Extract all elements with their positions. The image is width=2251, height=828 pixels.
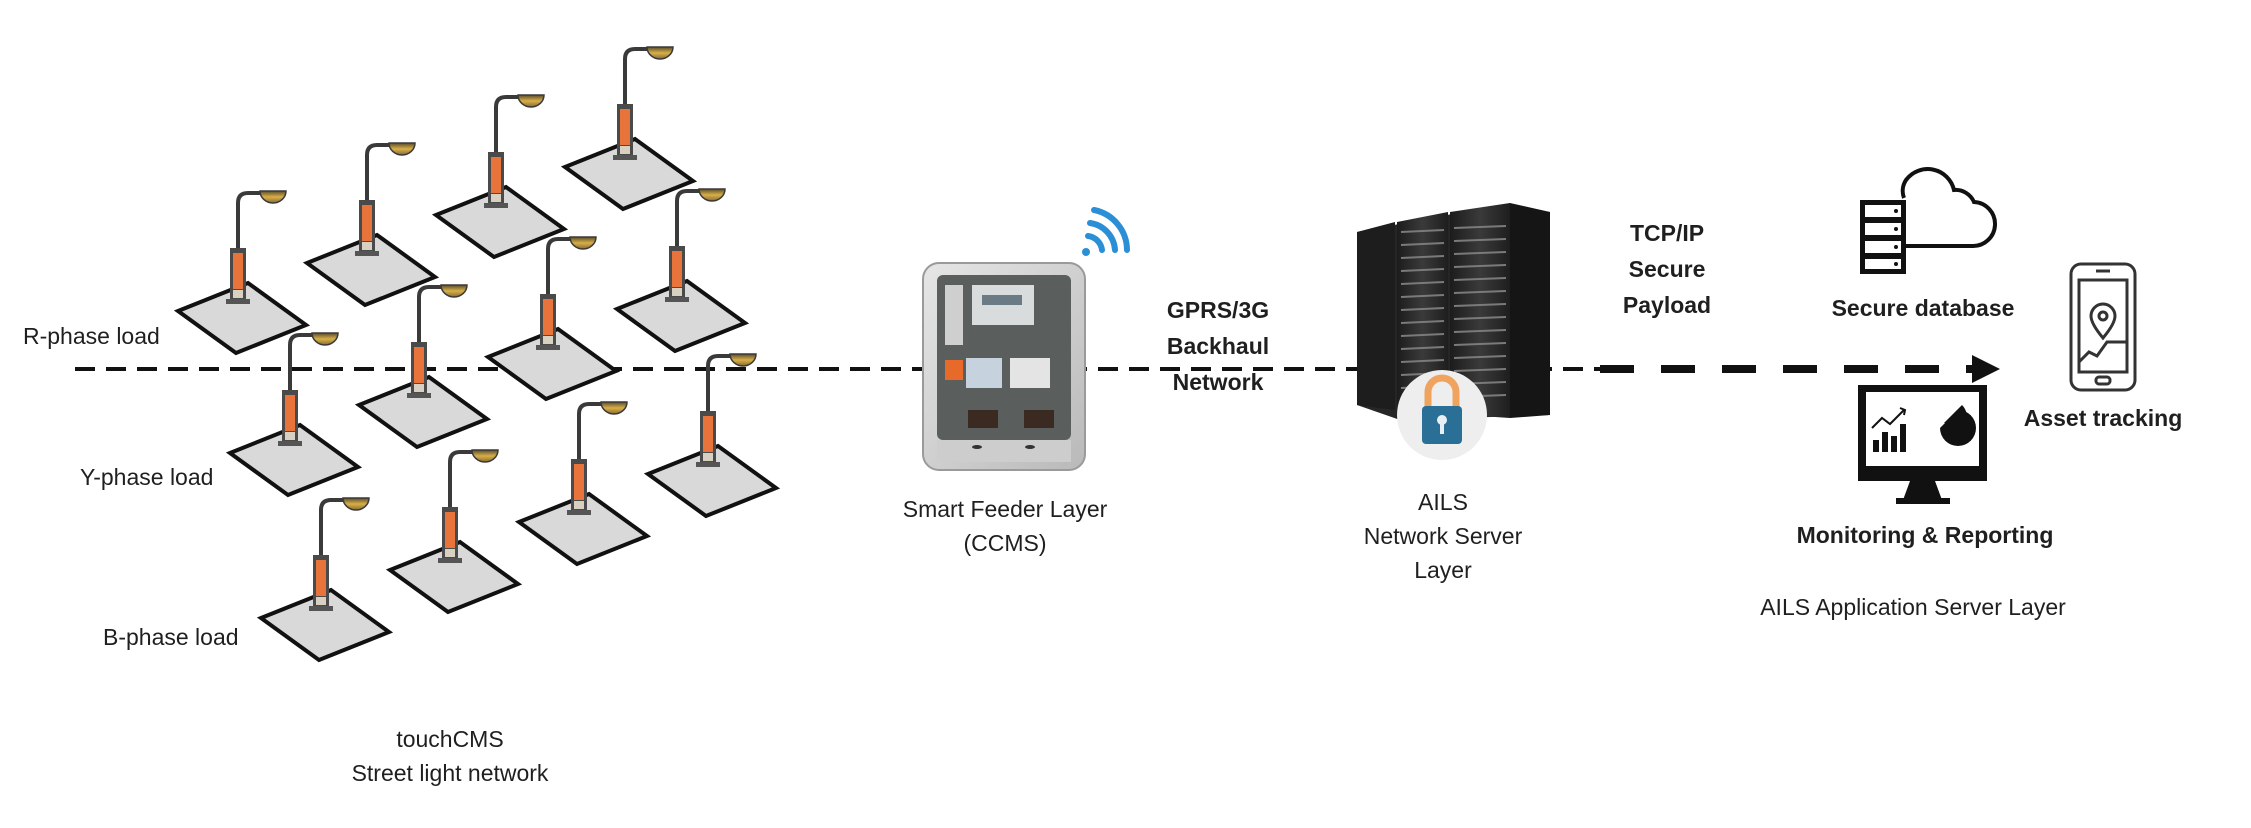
street-light-plate [431,184,569,260]
street-light-icon [302,142,440,308]
lamp-head-icon [259,190,287,204]
payload-caption: TCP/IP Secure Payload [1623,215,1711,323]
b-phase-label: B-phase load [103,624,239,650]
feeder-cabinet-icon [922,262,1086,471]
street-light-plate [612,278,750,354]
street-light-icon [225,332,363,498]
y-phase-label: Y-phase load [80,464,214,490]
network-caption-line-2: Street light network [351,760,549,786]
feeder-caption-line-2: (CCMS) [963,530,1047,556]
network-caption: touchCMS Street light network [352,722,549,790]
lamp-head-icon [517,94,545,108]
street-light-plate [514,491,652,567]
feeder-caption-line-1: Smart Feeder Layer [902,496,1108,522]
lamp-head-icon [600,401,628,415]
street-light-grid [173,46,781,663]
database-cloud-icon [1860,167,1997,274]
lamp-head-icon [388,142,416,156]
lamp-head-icon [311,332,339,346]
lamp-head-icon [729,353,757,367]
street-light-icon [173,190,311,356]
street-light-icon [256,497,394,663]
backhaul-caption-line-2: Backhaul [1166,333,1270,359]
payload-caption-line-2: Secure [1628,256,1706,282]
monitor-chart-icon [1858,385,1987,504]
feeder-caption: Smart Feeder Layer (CCMS) [903,492,1108,560]
payload-caption-line-3: Payload [1622,292,1712,318]
street-light-plate [483,326,621,402]
lamp-head-icon [440,284,468,298]
street-light-icon [354,284,492,450]
street-light-icon [431,94,569,260]
asset-tracking-label: Asset tracking [2023,405,2183,431]
lamp-head-icon [646,46,674,60]
network-caption-line-1: touchCMS [396,726,504,752]
street-light-plate [385,539,523,615]
street-light-plate [643,443,781,519]
street-light-plate [256,587,394,663]
network-server-caption-line-2: Network Server [1363,523,1523,549]
street-light-plate [560,136,698,212]
street-light-icon [643,353,781,519]
arrow-head-icon [1972,355,2000,383]
street-light-icon [612,188,750,354]
payload-caption-line-1: TCP/IP [1629,220,1705,246]
network-server-caption-line-3: Layer [1414,557,1472,583]
padlock-icon [1397,370,1487,460]
backhaul-caption-line-1: GPRS/3G [1166,297,1270,323]
street-light-icon [385,449,523,615]
secure-database-label: Secure database [1831,295,2015,321]
wifi-signal-icon [1082,207,1130,256]
application-layer-caption: AILS Application Server Layer [1760,594,2066,620]
lamp-head-icon [698,188,726,202]
monitoring-reporting-label: Monitoring & Reporting [1796,522,2054,548]
backhaul-caption: GPRS/3G Backhaul Network [1167,292,1269,400]
street-light-plate [354,374,492,450]
street-light-plate [225,422,363,498]
lamp-head-icon [569,236,597,250]
street-light-icon [560,46,698,212]
street-light-plate [302,232,440,308]
street-light-icon [483,236,621,402]
network-server-caption-line-1: AILS [1418,489,1468,515]
server-rack-icon [1357,203,1550,420]
backhaul-caption-line-3: Network [1172,369,1264,395]
street-light-plate [173,280,311,356]
network-server-caption: AILS Network Server Layer [1364,485,1522,587]
lamp-head-icon [471,449,499,463]
lamp-head-icon [342,497,370,511]
street-light-icon [514,401,652,567]
r-phase-label: R-phase load [23,323,160,349]
smartphone-map-icon [2069,262,2137,392]
